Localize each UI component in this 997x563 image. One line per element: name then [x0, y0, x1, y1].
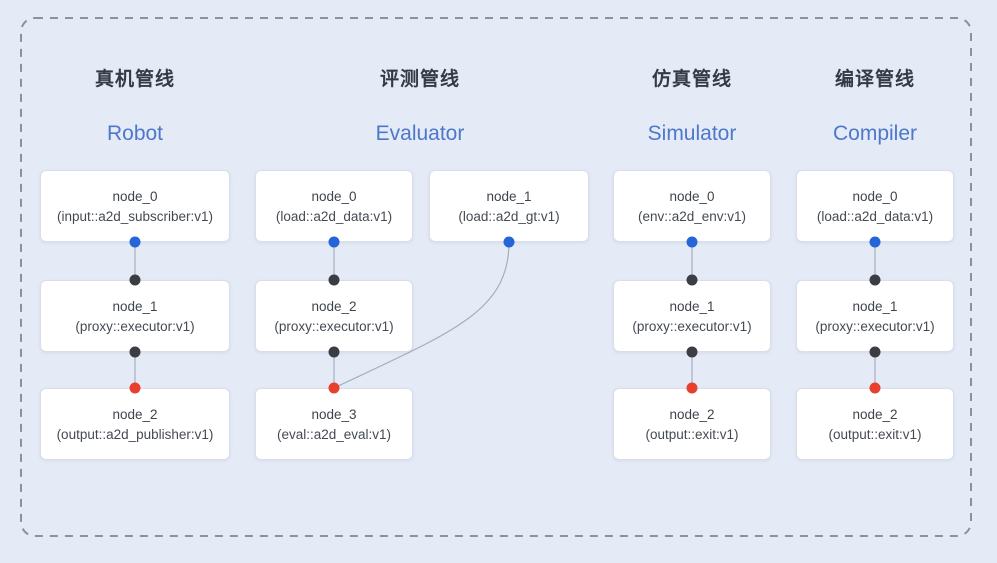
node-box-simulator-node2: node_2 (output::exit:v1) [613, 388, 771, 460]
pipeline-title-zh-robot: 真机管线 [94, 69, 175, 90]
node-box-compiler-node2: node_2 (output::exit:v1) [796, 388, 954, 460]
pipeline-title-zh-simulator: 仿真管线 [651, 69, 732, 90]
pipeline-title-en-compiler: Compiler [832, 122, 918, 145]
port-dot-red [129, 382, 141, 394]
node-name: node_1 [852, 298, 898, 314]
node-type: (proxy::executor:v1) [815, 318, 935, 334]
port-dot-black [328, 346, 340, 358]
port-dot-red [328, 382, 340, 394]
node-type: (load::a2d_gt:v1) [458, 208, 560, 224]
port-dot-black [328, 274, 340, 286]
node-name: node_0 [112, 188, 158, 204]
port-dot-blue [686, 236, 698, 248]
node-name: node_0 [852, 188, 898, 204]
node-type: (output::exit:v1) [828, 426, 922, 442]
pipeline-title-zh-compiler: 编译管线 [834, 69, 915, 90]
node-box-compiler-node1: node_1 (proxy::executor:v1) [796, 280, 954, 352]
pipeline-title-zh-evaluator: 评测管线 [379, 69, 460, 90]
port-dot-black [129, 274, 141, 286]
node-type: (output::a2d_publisher:v1) [56, 426, 214, 442]
port-dot-blue [129, 236, 141, 248]
node-type: (proxy::executor:v1) [632, 318, 752, 334]
node-type: (proxy::executor:v1) [274, 318, 394, 334]
node-name: node_2 [112, 406, 158, 422]
node-box-evaluator-node2: node_2 (proxy::executor:v1) [255, 280, 413, 352]
node-box-evaluator-node1: node_1 (load::a2d_gt:v1) [429, 170, 589, 242]
port-dot-red [869, 382, 881, 394]
node-name: node_1 [669, 298, 715, 314]
port-dot-black [686, 346, 698, 358]
port-dot-black [869, 274, 881, 286]
node-name: node_2 [852, 406, 898, 422]
port-dot-blue [869, 236, 881, 248]
node-box-simulator-node0: node_0 (env::a2d_env:v1) [613, 170, 771, 242]
port-dot-black [686, 274, 698, 286]
node-name: node_2 [669, 406, 715, 422]
node-name: node_0 [311, 188, 357, 204]
node-type: (input::a2d_subscriber:v1) [56, 208, 214, 224]
port-dot-red [686, 382, 698, 394]
node-box-compiler-node0: node_0 (load::a2d_data:v1) [796, 170, 954, 242]
node-type: (env::a2d_env:v1) [637, 208, 747, 224]
node-name: node_2 [311, 298, 357, 314]
node-name: node_0 [669, 188, 715, 204]
node-name: node_1 [112, 298, 158, 314]
pipeline-title-en-simulator: Simulator [647, 122, 737, 145]
node-type: (eval::a2d_eval:v1) [276, 426, 392, 442]
pipeline-title-en-evaluator: Evaluator [375, 122, 465, 145]
node-box-robot-node1: node_1 (proxy::executor:v1) [40, 280, 230, 352]
node-name: node_1 [486, 188, 532, 204]
node-type: (output::exit:v1) [645, 426, 739, 442]
node-box-simulator-node1: node_1 (proxy::executor:v1) [613, 280, 771, 352]
port-dot-black [129, 346, 141, 358]
node-box-robot-node0: node_0 (input::a2d_subscriber:v1) [40, 170, 230, 242]
port-dot-blue [328, 236, 340, 248]
port-dot-blue [503, 236, 515, 248]
node-box-evaluator-node3: node_3 (eval::a2d_eval:v1) [255, 388, 413, 460]
node-type: (load::a2d_data:v1) [816, 208, 934, 224]
pipeline-title-en-robot: Robot [106, 122, 164, 145]
node-type: (load::a2d_data:v1) [275, 208, 393, 224]
node-box-evaluator-node0: node_0 (load::a2d_data:v1) [255, 170, 413, 242]
node-type: (proxy::executor:v1) [75, 318, 195, 334]
node-name: node_3 [311, 406, 357, 422]
port-dot-black [869, 346, 881, 358]
node-box-robot-node2: node_2 (output::a2d_publisher:v1) [40, 388, 230, 460]
